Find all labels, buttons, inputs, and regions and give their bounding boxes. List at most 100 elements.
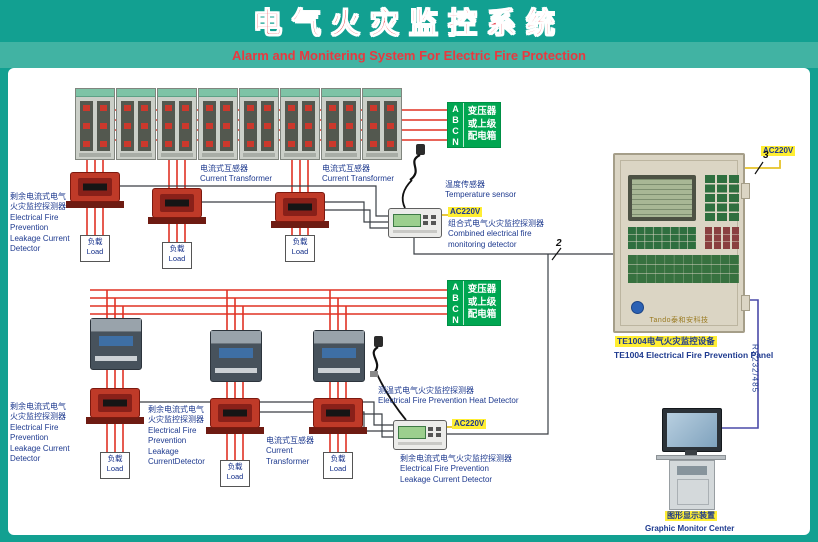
breaker-terminal-cover: [211, 331, 261, 344]
ct-base: [86, 417, 144, 424]
breaker-band: [318, 368, 360, 373]
detector-lcd: [398, 426, 426, 439]
cabinet-base: [161, 153, 193, 157]
cabinet-base: [243, 153, 275, 157]
cabinet-panel: [677, 466, 707, 475]
detector-lcd: [393, 214, 421, 227]
transformer-box-top: A B C N 变压器 或上级 配电箱: [447, 102, 501, 148]
ct-body: [70, 172, 120, 202]
ct-label-top-2: 电流式互感器 Current Transformer: [322, 164, 395, 184]
cabinet-top-strip: [363, 89, 401, 97]
cabinet-top-strip: [281, 89, 319, 97]
current-transformer-device: [66, 172, 124, 208]
cabinet-module-column: [80, 101, 93, 151]
distribution-cabinet: [75, 88, 115, 160]
detector-buttons: [428, 427, 442, 437]
cabinet-module-column: [121, 101, 134, 151]
cabinet-top-strip: [322, 89, 360, 97]
cabinet-top-strip: [240, 89, 278, 97]
cabinet-module-column: [179, 101, 192, 151]
panel-led-grid: [705, 227, 739, 249]
load-box: 负载 Load: [80, 235, 110, 262]
bus-count-3: 3: [763, 150, 769, 161]
current-transformer-device: [148, 188, 206, 224]
monitor-stand: [685, 450, 697, 455]
load-box: 负载 Load: [100, 452, 130, 479]
cabinet-module-column: [162, 101, 175, 151]
ac220v-label-bottom: AC220V: [452, 419, 487, 430]
keyboard-shelf: [656, 455, 726, 460]
cabinet-base: [366, 153, 398, 157]
combined-detector-device-top: [388, 208, 442, 238]
cabinet-top-strip: [199, 89, 237, 97]
phase-labels: A B C N: [448, 103, 464, 147]
ct-ring: [160, 194, 194, 212]
cabinet-top-strip: [158, 89, 196, 97]
cabinet-top-strip: [76, 89, 114, 97]
cabinet-module-column: [326, 101, 339, 151]
bus-count-slashes: [551, 161, 764, 261]
distribution-cabinet: [321, 88, 361, 160]
ct-base: [206, 427, 264, 434]
leakage-detector-label-top-left: 剩余电流式电气 火灾监控探测器 Electrical Fire Preventi…: [10, 192, 70, 253]
ac220v-label-top: AC220V: [448, 207, 483, 218]
phase-n: N: [452, 136, 459, 147]
breaker-band: [215, 368, 257, 373]
ct-base: [148, 217, 206, 224]
distribution-cabinet: [116, 88, 156, 160]
cabinet-top-strip: [117, 89, 155, 97]
phase-n: N: [452, 314, 459, 325]
ct-ring: [283, 198, 317, 216]
phase-a: A: [452, 103, 459, 114]
distribution-cabinet: [280, 88, 320, 160]
detector-terminal-strip: [398, 442, 442, 445]
heat-detector-label: 测温式电气火灾监控探测器 Electrical Fire Prevention …: [378, 386, 519, 406]
phase-c: C: [452, 303, 459, 314]
ct-body: [210, 398, 260, 428]
combined-detector-label-top: 组合式电气火灾监控探测器 Combined electrical fire mo…: [448, 219, 544, 249]
detector-buttons: [423, 215, 437, 225]
distribution-cabinet: [198, 88, 238, 160]
cabinet-module-column: [97, 101, 110, 151]
cabinet-module-column: [384, 101, 397, 151]
panel-lcd: [628, 175, 696, 221]
cabinet-base: [284, 153, 316, 157]
graphic-monitor-label-en: Graphic Monitor Center: [645, 524, 735, 533]
phase-b: B: [452, 114, 459, 125]
phase-a: A: [452, 281, 459, 292]
ct-body: [152, 188, 202, 218]
leakage-detector-label-bottom-mid: 剩余电流式电气 火灾监控探测器 Electrical Fire Preventi…: [148, 405, 205, 466]
breaker-toggle: [322, 348, 356, 358]
graphic-monitor-label-zh: 图形显示装置: [665, 511, 717, 522]
phase-c: C: [452, 125, 459, 136]
circuit-breaker: [90, 318, 142, 370]
breaker-band: [95, 356, 137, 361]
ac220v-label-main: AC220V: [761, 146, 796, 157]
panel-mount-tab: [741, 183, 750, 199]
ct-body: [90, 388, 140, 418]
transformer-box-label: 变压器 或上级 配电箱: [467, 283, 497, 321]
transformer-box-label: 变压器 或上级 配电箱: [467, 105, 497, 143]
breaker-toggle: [99, 336, 133, 346]
bus-count-2: 2: [556, 238, 562, 249]
ct-window: [103, 399, 127, 407]
temperature-sensor-label: 温度传感器 Temperature sensor: [445, 180, 517, 200]
panel-mount-tab: [741, 295, 750, 311]
cabinet-module-column: [244, 101, 257, 151]
rs232-485-label: RS232/485: [750, 344, 760, 394]
subtitle-band: Alarm and Monitering System For Electric…: [0, 42, 818, 68]
monitor-screen: [667, 413, 717, 447]
panel-keys-mid: [628, 227, 696, 249]
breaker-terminal-cover: [91, 319, 141, 332]
ct-ring: [78, 178, 112, 196]
cabinet-module-column: [367, 101, 380, 151]
panel-brand: Tando泰和安科技: [649, 317, 709, 324]
temperature-sensor-icon: [396, 144, 430, 191]
phase-b: B: [452, 292, 459, 303]
cabinet-module-column: [220, 101, 233, 151]
cabinet-module-column: [343, 101, 356, 151]
sensor-cables: [375, 179, 413, 421]
ct-window: [326, 409, 350, 417]
distribution-cabinet: [157, 88, 197, 160]
